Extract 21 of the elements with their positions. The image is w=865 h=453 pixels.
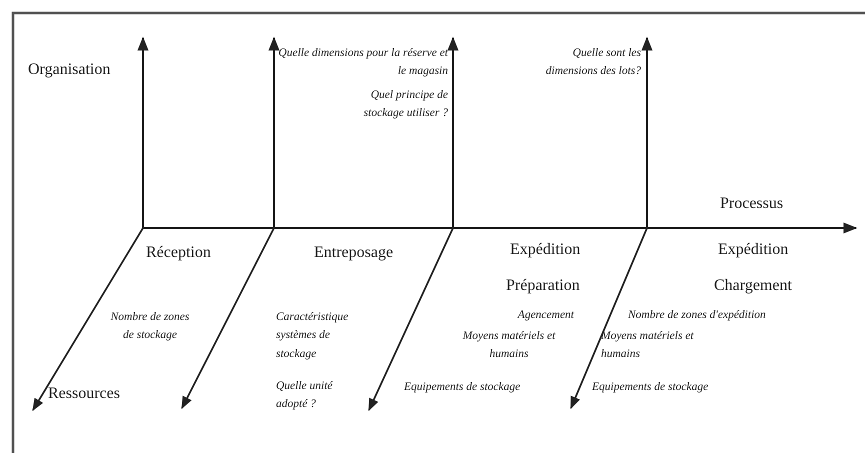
resource-text: Quelle unité adopté ? (276, 379, 334, 412)
axis-label: Ressources (48, 384, 121, 404)
axis-label: Processus (720, 194, 784, 214)
question-text: Quelle dimensions pour la réserve et le magasin (277, 46, 448, 80)
resource-text: Agencement (516, 308, 574, 323)
axis-label: Organisation (28, 60, 112, 80)
resource-text: Moyens matériels et humains (462, 329, 556, 362)
resource-text: Equipements de stockage (592, 380, 710, 395)
process-label: Expédition (718, 240, 790, 260)
resource-text: Nombre de zones d'expédition (628, 308, 767, 323)
question-text: Quelle sont les dimensions des lots? (544, 46, 641, 80)
resource-text: Nombre de zones de stockage (110, 310, 190, 344)
process-label: Réception (146, 243, 212, 263)
process-label: Préparation (506, 276, 581, 296)
question-text: Quel principe de stockage utiliser ? (362, 88, 448, 122)
resource-text: Caractéristique systèmes de stockage (276, 310, 350, 362)
process-label: Entreposage (314, 243, 394, 263)
process-label: Chargement (714, 276, 793, 296)
resource-text: Equipements de stockage (404, 380, 522, 395)
resource-text: Moyens matériels et humains (601, 329, 695, 362)
process-label: Expédition (510, 240, 582, 260)
